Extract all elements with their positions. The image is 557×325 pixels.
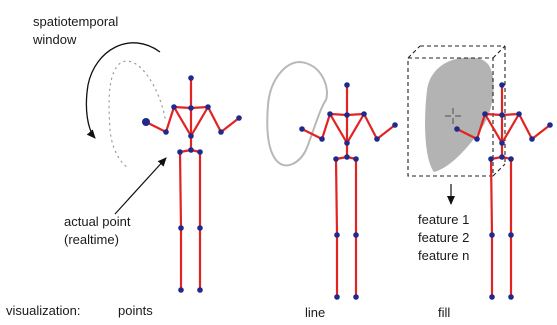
bone bbox=[455, 127, 479, 141]
skeletons bbox=[142, 75, 553, 300]
centroid-crosshair bbox=[445, 108, 461, 124]
fill-blob bbox=[425, 57, 494, 172]
bone bbox=[362, 112, 379, 141]
bone bbox=[517, 112, 534, 141]
mode-fill-label: fill bbox=[438, 305, 451, 320]
bone bbox=[500, 112, 521, 145]
joint-ran bbox=[197, 287, 203, 293]
bone bbox=[500, 112, 521, 117]
joint-rsh bbox=[516, 111, 522, 117]
joint-rel bbox=[529, 136, 535, 142]
joint-rkn bbox=[353, 232, 359, 238]
bone bbox=[328, 112, 349, 145]
joint-hip bbox=[499, 154, 505, 160]
joint-rkn bbox=[508, 232, 514, 238]
joint-lkn bbox=[334, 232, 340, 238]
mode-line-label: line bbox=[305, 305, 326, 320]
joint-head bbox=[344, 82, 350, 88]
joint-head bbox=[188, 75, 194, 81]
joint-rhip bbox=[353, 156, 359, 162]
points-trail bbox=[108, 60, 166, 169]
joint-lel bbox=[163, 129, 169, 135]
joint-neck bbox=[499, 112, 505, 118]
joint-hip bbox=[188, 147, 194, 153]
bone bbox=[489, 157, 494, 237]
joint-ran bbox=[508, 294, 514, 300]
joint-lhip bbox=[333, 156, 339, 162]
bone bbox=[189, 105, 210, 110]
joint-spine bbox=[499, 140, 505, 146]
joint-rkn bbox=[197, 225, 203, 231]
joint-rhip bbox=[197, 149, 203, 155]
joint-neck bbox=[344, 112, 350, 118]
bone bbox=[178, 150, 183, 230]
bone bbox=[172, 105, 193, 138]
bone bbox=[483, 112, 504, 145]
actual-point-label-line2: (realtime) bbox=[64, 232, 119, 247]
mode-points-label: points bbox=[118, 303, 153, 318]
window-label-line2: window bbox=[33, 32, 77, 47]
joint-lkn bbox=[178, 225, 184, 231]
actual-point-label-line1: actual point bbox=[64, 214, 131, 229]
joint-rel bbox=[374, 136, 380, 142]
bone bbox=[475, 112, 487, 141]
joint-lha bbox=[454, 126, 460, 132]
bone bbox=[320, 112, 332, 141]
window-arrow bbox=[85, 42, 161, 139]
feature-n-label: feature n bbox=[418, 248, 470, 263]
joint-head bbox=[499, 82, 505, 88]
joint-lel bbox=[474, 136, 480, 142]
bone bbox=[300, 127, 324, 141]
joint-rsh bbox=[205, 104, 211, 110]
actual-point-arrow bbox=[114, 157, 167, 215]
bone bbox=[189, 105, 210, 138]
joint-neck bbox=[188, 105, 194, 111]
visualization-prefix-label: visualization: bbox=[6, 303, 81, 318]
joint-rha bbox=[547, 122, 553, 128]
joint-rha bbox=[392, 122, 398, 128]
joint-ran bbox=[353, 294, 359, 300]
joint-lkn bbox=[489, 232, 495, 238]
joint-spine bbox=[188, 133, 194, 139]
joint-rsh bbox=[361, 111, 367, 117]
joint-spine bbox=[344, 140, 350, 146]
skeleton-points bbox=[142, 75, 242, 293]
joint-lsh bbox=[482, 111, 488, 117]
bone bbox=[345, 112, 366, 145]
joint-lan bbox=[178, 287, 184, 293]
bounding-box bbox=[407, 45, 506, 177]
window-label-line1: spatiotemporal bbox=[33, 14, 119, 29]
joint-lhip bbox=[488, 156, 494, 162]
joint-lsh bbox=[171, 104, 177, 110]
bone bbox=[375, 123, 397, 141]
bone bbox=[172, 105, 193, 110]
bone bbox=[530, 123, 552, 141]
joint-lha bbox=[299, 126, 305, 132]
feature-2-label: feature 2 bbox=[418, 230, 470, 245]
bone bbox=[164, 105, 176, 134]
bone bbox=[219, 116, 241, 134]
joint-lel bbox=[319, 136, 325, 142]
bone bbox=[334, 157, 339, 237]
skeleton-line bbox=[299, 82, 398, 300]
joint-rha bbox=[236, 115, 242, 121]
joint-lan bbox=[489, 294, 495, 300]
joint-hip bbox=[344, 154, 350, 160]
skeleton-fill bbox=[454, 82, 553, 300]
joint-rel bbox=[218, 129, 224, 135]
bone bbox=[328, 112, 349, 117]
feature-1-label: feature 1 bbox=[418, 212, 470, 227]
joint-rhip bbox=[508, 156, 514, 162]
line-trail bbox=[266, 60, 328, 167]
joint-lsh bbox=[327, 111, 333, 117]
joint-lha bbox=[142, 118, 150, 126]
joint-lhip bbox=[177, 149, 183, 155]
bone bbox=[483, 112, 504, 117]
bone bbox=[345, 112, 366, 117]
joint-lan bbox=[334, 294, 340, 300]
bone bbox=[206, 105, 223, 134]
